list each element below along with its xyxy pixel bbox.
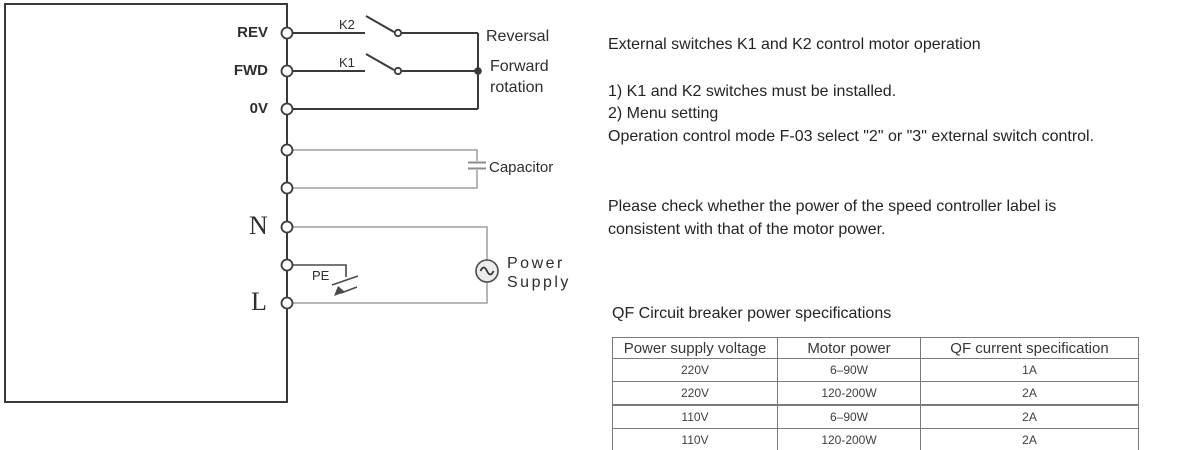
cell-qf-current: 1A bbox=[920, 358, 1139, 382]
cell-motor-power: 6–90W bbox=[777, 358, 921, 382]
qf-spec-table: Power supply voltage Motor power QF curr… bbox=[612, 337, 1139, 450]
circuit-diagram bbox=[4, 3, 499, 403]
terminal-n-icon bbox=[280, 220, 294, 234]
power-supply-label: Power Supply bbox=[507, 255, 571, 291]
instruction-item-2-detail: Operation control mode F-03 select "2" o… bbox=[608, 127, 1095, 145]
cell-qf-current: 2A bbox=[920, 428, 1139, 450]
terminal-ov-icon bbox=[280, 102, 294, 116]
k2-switch-blade bbox=[365, 15, 395, 33]
junction-dot bbox=[474, 67, 482, 75]
terminal-rev-icon bbox=[280, 26, 294, 40]
instruction-list: 1) K1 and K2 switches must be installed.… bbox=[608, 81, 1120, 148]
cell-voltage: 220V bbox=[612, 358, 778, 382]
power-supply-circuit bbox=[292, 226, 499, 304]
terminal-label-ov: 0V bbox=[249, 100, 268, 117]
terminal-pe-icon bbox=[280, 258, 294, 272]
ground-arrow-icon bbox=[334, 286, 345, 296]
capacitor-bottom-wire bbox=[292, 170, 478, 189]
instruction-item-1: 1) K1 and K2 switches must be installed. bbox=[608, 83, 897, 100]
pe-wire bbox=[293, 264, 347, 277]
terminal-label-l: L bbox=[251, 287, 267, 316]
col-header-motor-power: Motor power bbox=[777, 337, 921, 359]
rev-circuit bbox=[293, 15, 478, 38]
capacitor-label: Capacitor bbox=[489, 159, 554, 176]
cell-voltage: 220V bbox=[612, 381, 778, 406]
table-header-row: Power supply voltage Motor power QF curr… bbox=[612, 337, 1139, 359]
terminal-cap2-icon bbox=[280, 181, 294, 195]
l-wire bbox=[292, 282, 488, 304]
table-row: 110V 6–90W 2A bbox=[612, 404, 1139, 429]
cell-voltage: 110V bbox=[612, 428, 778, 450]
k1-contact-icon bbox=[393, 66, 403, 76]
table-row: 220V 120-200W 2A bbox=[612, 381, 1139, 406]
instruction-item-2: 2) Menu setting bbox=[608, 105, 719, 123]
terminal-fwd-icon bbox=[280, 64, 294, 78]
col-header-qf-current: QF current specification bbox=[920, 337, 1139, 359]
table-row: 110V 120-200W 2A bbox=[612, 428, 1139, 450]
controller-box bbox=[4, 3, 288, 403]
terminal-circles bbox=[280, 26, 294, 310]
terminal-cap1-icon bbox=[280, 143, 294, 157]
reversal-label: Reversal bbox=[486, 28, 550, 45]
fwd-circuit bbox=[293, 53, 478, 76]
cell-motor-power: 120-200W bbox=[777, 428, 921, 450]
cell-motor-power: 6–90W bbox=[777, 404, 921, 429]
pe-label: PE bbox=[312, 268, 330, 283]
cell-qf-current: 2A bbox=[920, 381, 1139, 406]
terminal-label-fwd: FWD bbox=[233, 62, 268, 79]
intro-note: External switches K1 and K2 control moto… bbox=[608, 36, 981, 53]
table-row: 220V 6–90W 1A bbox=[612, 358, 1139, 382]
capacitor-top-wire bbox=[292, 149, 478, 161]
k1-switch-blade bbox=[365, 53, 395, 71]
cell-motor-power: 120-200W bbox=[777, 381, 921, 406]
cell-voltage: 110V bbox=[612, 404, 778, 429]
power-check-note: Please check whether the power of the sp… bbox=[608, 198, 1057, 238]
col-header-voltage: Power supply voltage bbox=[612, 337, 778, 359]
terminal-l-icon bbox=[280, 296, 294, 310]
switch-k2-label: K2 bbox=[339, 17, 355, 32]
capacitor-circuit bbox=[292, 149, 486, 189]
k2-contact-icon bbox=[393, 28, 403, 38]
n-wire bbox=[292, 226, 488, 260]
table-title: QF Circuit breaker power specifications bbox=[612, 305, 892, 322]
sine-wave-icon bbox=[479, 266, 495, 276]
terminal-label-n: N bbox=[249, 211, 268, 240]
ground-slash-1-icon bbox=[331, 275, 359, 286]
pe-ground bbox=[293, 264, 359, 296]
switch-k1-label: K1 bbox=[339, 55, 355, 70]
terminal-label-rev: REV bbox=[237, 24, 268, 41]
cell-qf-current: 2A bbox=[920, 404, 1139, 429]
forward-rotation-label: Forward rotation bbox=[490, 58, 549, 96]
